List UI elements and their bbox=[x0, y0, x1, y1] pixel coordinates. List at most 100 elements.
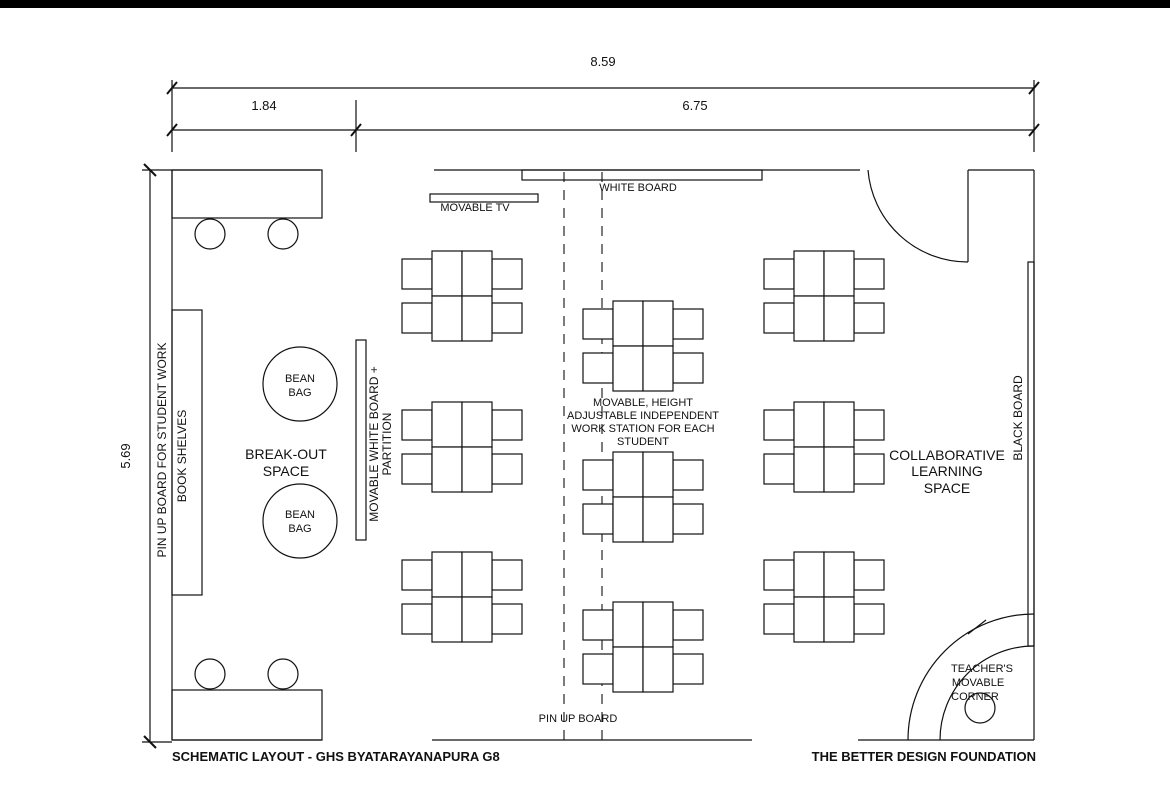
door-top-right bbox=[867, 169, 969, 263]
desk bbox=[431, 446, 463, 493]
teacher-chair bbox=[964, 692, 996, 724]
desk bbox=[431, 250, 463, 297]
movable-partition bbox=[355, 339, 367, 541]
chair bbox=[763, 258, 795, 290]
desk bbox=[431, 401, 463, 448]
workstation-line3: WORK STATION FOR EACH bbox=[571, 423, 714, 435]
desk bbox=[612, 601, 644, 648]
dim-tick bbox=[166, 123, 178, 137]
dim-height: 5.69 bbox=[118, 443, 133, 468]
teacher-divider bbox=[967, 619, 987, 635]
pin-up-board-label: PIN UP BOARD bbox=[539, 713, 618, 725]
workstation-line1: MOVABLE, HEIGHT bbox=[593, 397, 693, 409]
stool bbox=[267, 218, 299, 250]
desk bbox=[642, 451, 674, 498]
chair bbox=[582, 609, 614, 641]
desk bbox=[793, 295, 825, 342]
chair bbox=[763, 453, 795, 485]
chair bbox=[491, 258, 523, 290]
collaborative-line1: COLLABORATIVE bbox=[889, 447, 1005, 463]
chair bbox=[853, 603, 885, 635]
chair bbox=[401, 409, 433, 441]
dim-tick bbox=[143, 163, 157, 177]
chair bbox=[491, 559, 523, 591]
chair bbox=[491, 302, 523, 334]
counter-bottom-left bbox=[171, 689, 323, 741]
desk bbox=[461, 295, 493, 342]
dim-left-width: 1.84 bbox=[251, 98, 276, 113]
chair bbox=[582, 308, 614, 340]
chair bbox=[401, 453, 433, 485]
book-shelves-label: BOOK SHELVES bbox=[175, 410, 189, 502]
chair bbox=[401, 302, 433, 334]
dim-tick bbox=[1028, 81, 1040, 95]
partition-line2: PARTITION bbox=[380, 413, 394, 476]
desk bbox=[612, 300, 644, 347]
desk bbox=[642, 601, 674, 648]
desk bbox=[642, 300, 674, 347]
teachers-corner bbox=[907, 613, 1035, 741]
chair bbox=[672, 308, 704, 340]
desk bbox=[431, 551, 463, 598]
desk bbox=[461, 596, 493, 643]
dim-tick bbox=[166, 81, 178, 95]
workstation-line2: ADJUSTABLE INDEPENDENT bbox=[567, 410, 719, 422]
footer-title-right: THE BETTER DESIGN FOUNDATION bbox=[812, 749, 1036, 764]
chair bbox=[582, 653, 614, 685]
workstation-line4: STUDENT bbox=[617, 436, 669, 448]
white-board bbox=[521, 169, 763, 181]
stool bbox=[194, 218, 226, 250]
desk bbox=[461, 551, 493, 598]
desk bbox=[823, 446, 855, 493]
chair bbox=[401, 603, 433, 635]
desk bbox=[431, 596, 463, 643]
white-board-label: WHITE BOARD bbox=[599, 182, 677, 194]
black-board bbox=[1027, 261, 1035, 647]
bean-bag-1-line1: BEAN bbox=[285, 373, 315, 385]
partition-line1: MOVABLE WHITE BOARD + bbox=[367, 366, 381, 521]
desk bbox=[431, 295, 463, 342]
chair bbox=[401, 559, 433, 591]
dim-tick bbox=[143, 735, 157, 749]
door-swing-arc bbox=[867, 169, 969, 263]
desk bbox=[461, 446, 493, 493]
movable-tv-label: MOVABLE TV bbox=[440, 202, 510, 214]
desk bbox=[823, 401, 855, 448]
chair bbox=[491, 453, 523, 485]
chair bbox=[853, 559, 885, 591]
dim-total-width: 8.59 bbox=[590, 54, 615, 69]
chair bbox=[763, 409, 795, 441]
desk bbox=[461, 401, 493, 448]
teacher-line3: CORNER bbox=[951, 691, 999, 703]
desk bbox=[642, 646, 674, 693]
movable-tv bbox=[429, 193, 539, 203]
chair bbox=[491, 409, 523, 441]
teacher-arc-inner bbox=[939, 645, 1035, 741]
collaborative-line2: LEARNING bbox=[911, 463, 983, 479]
bean-bag-1-line2: BAG bbox=[288, 387, 311, 399]
breakout-line1: BREAK-OUT bbox=[245, 446, 327, 462]
chair bbox=[853, 258, 885, 290]
desk bbox=[642, 345, 674, 392]
bean-bag-1 bbox=[262, 346, 338, 422]
chair bbox=[853, 453, 885, 485]
footer-title-left: SCHEMATIC LAYOUT - GHS BYATARAYANAPURA G… bbox=[172, 749, 500, 764]
counter-top-left bbox=[171, 169, 323, 219]
bean-bag-2-line2: BAG bbox=[288, 523, 311, 535]
bean-bag-2 bbox=[262, 483, 338, 559]
chair bbox=[582, 503, 614, 535]
teacher-line2: MOVABLE bbox=[952, 677, 1004, 689]
chair bbox=[491, 603, 523, 635]
desk bbox=[612, 451, 644, 498]
chair bbox=[672, 352, 704, 384]
desk bbox=[793, 551, 825, 598]
chair bbox=[401, 258, 433, 290]
desk bbox=[823, 596, 855, 643]
chair bbox=[672, 503, 704, 535]
desk bbox=[642, 496, 674, 543]
dim-tick bbox=[350, 123, 362, 137]
chair bbox=[853, 409, 885, 441]
chair bbox=[672, 653, 704, 685]
chair bbox=[672, 459, 704, 491]
